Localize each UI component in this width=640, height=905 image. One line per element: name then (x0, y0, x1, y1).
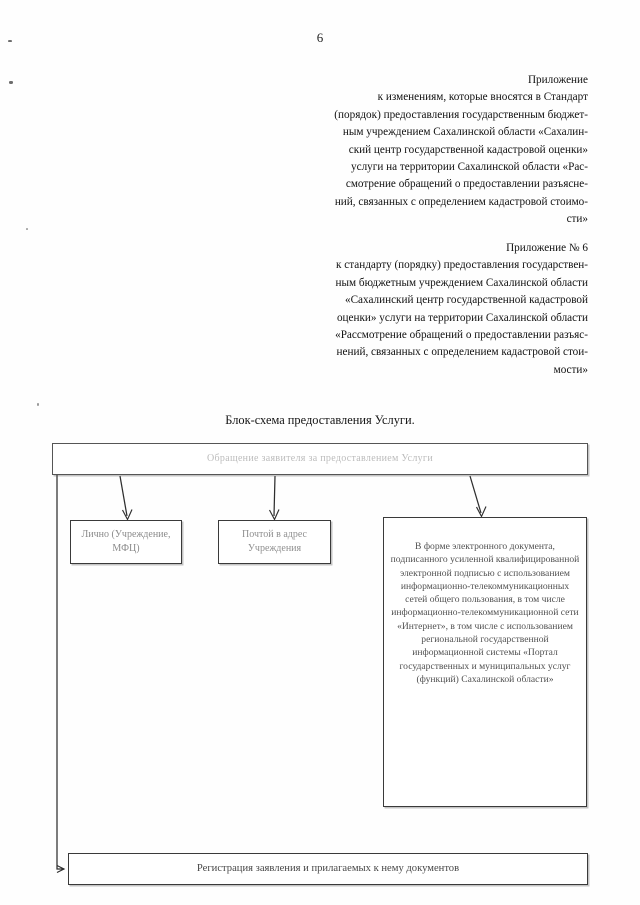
scan-speck (8, 40, 12, 42)
arrowhead-register (56, 864, 66, 874)
scan-speck (9, 81, 13, 84)
appendix-1-line: (порядок) предоставления государственным… (334, 108, 588, 121)
appendix-1-heading: Приложение (527, 74, 588, 86)
appendix-1-line: к изменениям, которые вносятся в Стандар… (377, 91, 588, 104)
appendix-2-line: мости» (553, 363, 588, 376)
flow-node-personal-label: Лично (Учреждение, МФЦ) (81, 529, 171, 554)
appendix-block-2: Приложение № 6 к стандарту (порядку) пре… (282, 240, 588, 379)
connector-entry-to-personal (119, 475, 128, 517)
flow-node-register-label: Регистрация заявления и прилагаемых к не… (196, 863, 460, 875)
appendix-2-line: оценки» услуги на территории Сахалинской… (336, 311, 588, 324)
flow-node-register: Регистрация заявления и прилагаемых к не… (68, 853, 588, 885)
appendix-2-line: к стандарту (порядку) предоставления гос… (336, 259, 588, 272)
connector-entry-to-mail (273, 475, 276, 517)
appendix-block-1: Приложение к изменениям, которые вносятс… (282, 72, 588, 229)
flow-node-mail: Почтой в адрес Учреждения (218, 520, 331, 564)
appendix-2-heading: Приложение № 6 (506, 242, 588, 254)
flow-node-electronic-label: В форме электронного документа, подписан… (390, 541, 580, 685)
flowchart-title: Блок-схема предоставления Услуги. (225, 413, 415, 427)
flow-node-mail-label: Почтой в адрес Учреждения (242, 529, 307, 554)
arrowhead-personal (121, 509, 133, 521)
flow-node-entry-label: Обращение заявителя за предоставлением У… (207, 453, 433, 465)
flow-node-entry: Обращение заявителя за предоставлением У… (52, 443, 588, 475)
page-number: 6 (316, 30, 324, 45)
flow-node-personal: Лично (Учреждение, МФЦ) (70, 520, 182, 564)
appendix-1-line: ский центр государственной кадастровой о… (348, 143, 588, 156)
flow-node-electronic: В форме электронного документа, подписан… (383, 517, 587, 807)
scan-speck (37, 403, 39, 406)
appendix-2-line: «Сахалинский центр государственной кадас… (345, 294, 588, 307)
appendix-2-line: «Рассмотрение обращений о предоставлении… (335, 329, 588, 342)
scan-speck (26, 228, 28, 230)
appendix-1-line: сти» (566, 213, 588, 226)
arrowhead-mail (268, 509, 280, 521)
arrowhead-electronic (475, 506, 487, 518)
appendix-2-line: нений, связанных с определением кадастро… (336, 346, 588, 359)
appendix-2-line: ным бюджетным учреждением Сахалинской об… (335, 276, 588, 289)
appendix-1-line: ным учреждением Сахалинской области «Сах… (342, 126, 588, 139)
appendix-1-line: ний, связанных с определением кадастрово… (334, 195, 588, 208)
connector-left-spine (56, 475, 64, 870)
appendix-1-line: услуги на территории Сахалинской области… (351, 161, 588, 174)
connector-entry-to-electronic (469, 475, 482, 514)
appendix-1-line: смотрение обращений о предоставлении раз… (345, 178, 588, 191)
